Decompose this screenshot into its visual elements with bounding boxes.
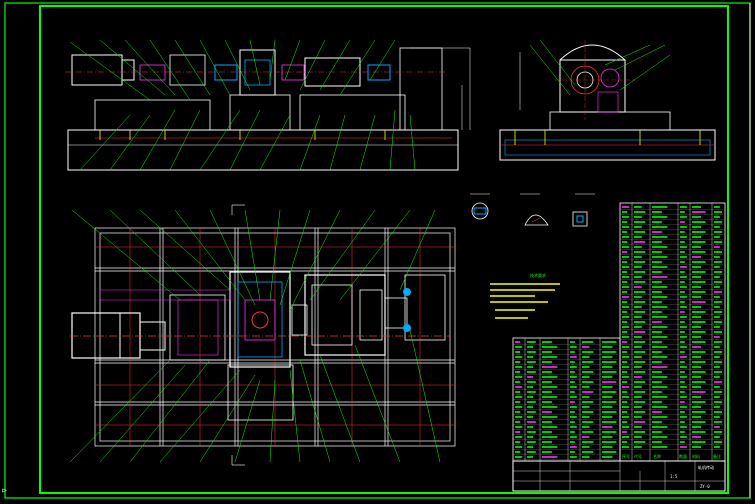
side-elevation-view[interactable] [499,39,716,161]
bom-header-code: 代号 [634,453,642,459]
bom-rows-lower [513,341,618,460]
tech-note-heading: 技术要求 [530,272,546,278]
bom-header-name: 名称 [653,453,661,459]
front-elevation-view[interactable] [65,39,471,171]
bom-header-remark: 备注 [713,453,721,459]
bom-header-qty: 数量 [679,453,687,459]
bom-header-no: 序号 [622,453,630,459]
parts-list-table[interactable]: 序号 代号 名称 数量 材料 备注 [512,202,726,462]
title-block-drawing-no: ZY-0 [700,484,710,489]
plan-view[interactable] [69,204,456,466]
section-details[interactable] [470,193,595,227]
title-block-name: 轧机传动 [698,464,714,470]
ucs-icon: ⊳ [2,486,7,495]
bom-rows-upper [620,206,723,450]
title-block-scale: 1:5 [670,474,678,479]
bom-header-material: 材料 [692,453,700,459]
technical-notes: 技术要求 [490,272,560,319]
title-block[interactable]: 轧机传动 ZY-0 1:5 [512,460,726,492]
sheet-border-inner [39,5,729,494]
